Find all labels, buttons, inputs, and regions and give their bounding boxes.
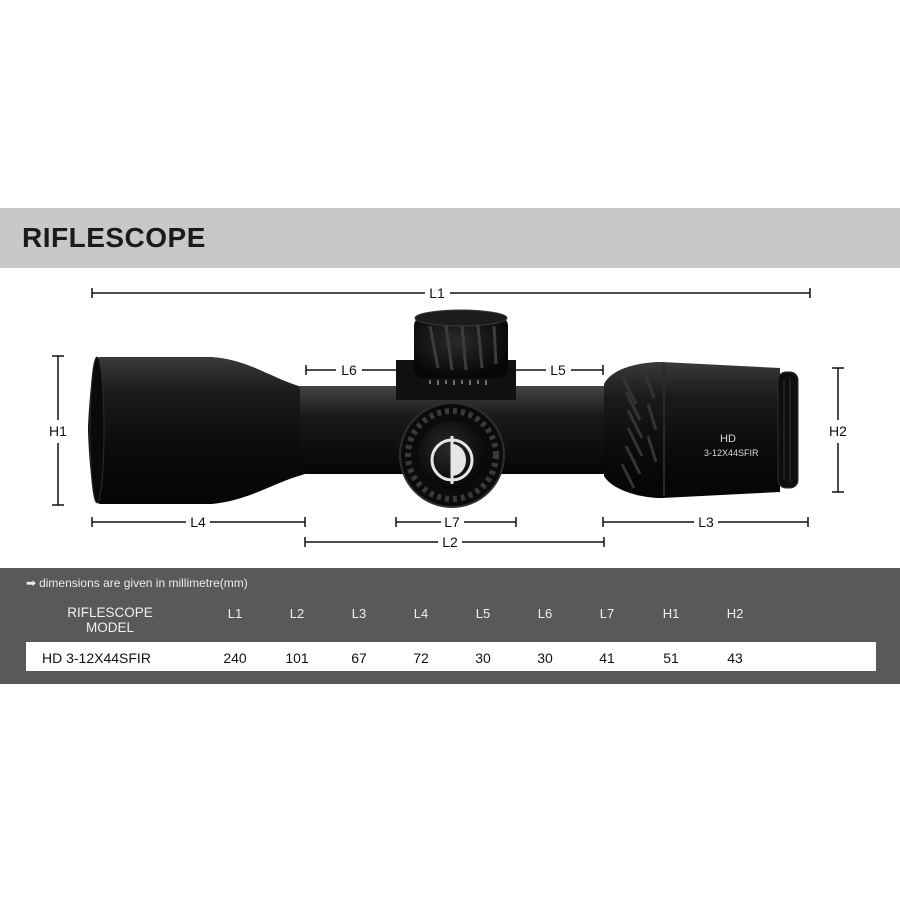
header-l2: L2	[289, 606, 305, 621]
header-h1: H1	[662, 606, 680, 621]
table-row	[26, 642, 876, 671]
cell-h1: 51	[663, 650, 679, 666]
label-l4: L4	[190, 514, 206, 530]
units-note-text: dimensions are given in millimetre(mm)	[39, 576, 248, 590]
scope-marking-model: 3-12X44SFIR	[704, 448, 759, 458]
cell-l3: 67	[351, 650, 367, 666]
cell-l1: 240	[223, 650, 247, 666]
label-l3: L3	[698, 514, 714, 530]
page-title: RIFLESCOPE	[22, 222, 206, 253]
scope-body	[88, 309, 799, 508]
label-h2: H2	[829, 423, 847, 439]
header-l4: L4	[413, 606, 429, 621]
units-note: ➡dimensions are given in millimetre(mm)	[26, 576, 248, 590]
header-l7: L7	[599, 606, 615, 621]
header-model: RIFLESCOPE MODEL	[44, 605, 176, 635]
header-l3: L3	[351, 606, 367, 621]
dimension-lines	[52, 288, 844, 547]
header-h2: H2	[726, 606, 744, 621]
cell-l4: 72	[413, 650, 429, 666]
riflescope-diagram: L1 L6 L5 H1 H2 L4 L7 L3 L2	[49, 285, 847, 550]
label-h1: H1	[49, 423, 67, 439]
label-l7: L7	[444, 514, 460, 530]
arrow-right-icon: ➡	[26, 576, 37, 590]
label-l2: L2	[442, 534, 458, 550]
label-l6: L6	[341, 362, 357, 378]
header-model-line1: RIFLESCOPE	[67, 605, 153, 620]
header-l1: L1	[227, 606, 243, 621]
cell-model: HD 3-12X44SFIR	[42, 650, 151, 666]
header-model-line2: MODEL	[85, 620, 134, 635]
header-l6: L6	[537, 606, 553, 621]
scope-marking-hd: HD	[720, 433, 736, 445]
cell-l2: 101	[285, 650, 309, 666]
cell-h2: 43	[727, 650, 743, 666]
cell-l7: 41	[599, 650, 615, 666]
label-l5: L5	[550, 362, 566, 378]
header-l5: L5	[475, 606, 491, 621]
cell-l5: 30	[475, 650, 491, 666]
spec-table: ➡dimensions are given in millimetre(mm) …	[0, 568, 900, 684]
title-bar: RIFLESCOPE	[0, 208, 900, 268]
label-l1: L1	[429, 285, 445, 301]
cell-l6: 30	[537, 650, 553, 666]
